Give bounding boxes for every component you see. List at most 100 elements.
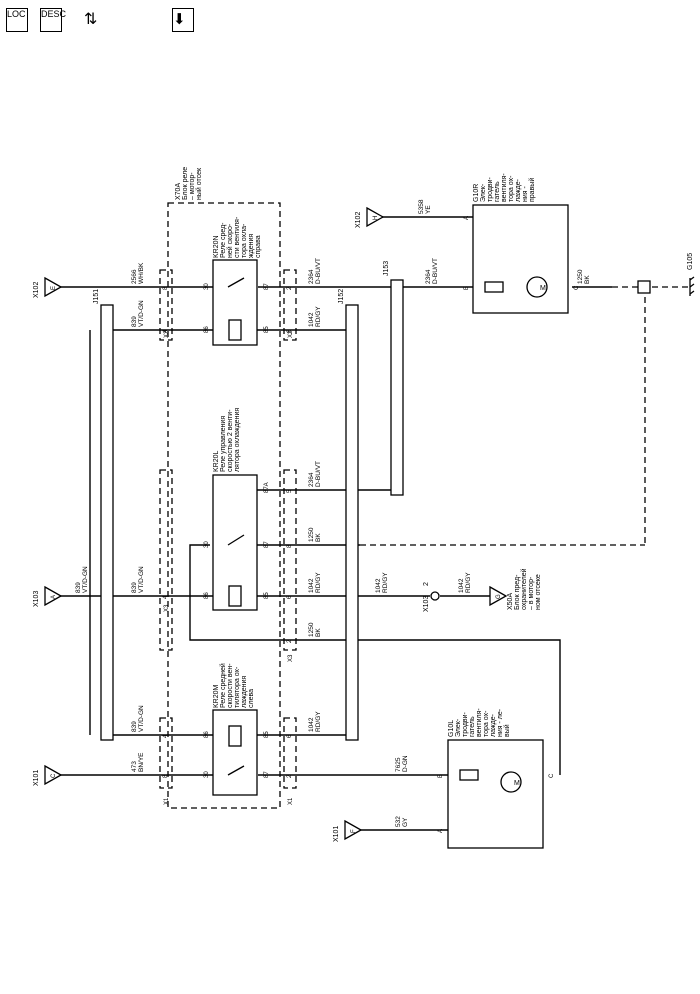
wire-label-1-circuit: 839 [131,316,138,327]
motor-g10l-resistor [459,769,479,781]
motor-g10r-line-6: ния - [522,185,529,202]
motor-g10l-id: G10L [448,720,455,737]
relay-kr20m-switch [227,765,245,776]
motor-g10l-line-6: ния - ле- [497,708,504,737]
connector-a-letter: A [51,595,57,599]
loc-button[interactable]: LOC [6,8,28,32]
wire-label-17-color: BN/YE [138,752,145,772]
connector-e-symbol [44,276,63,298]
motor-g10r-resistor [484,281,504,293]
download-button[interactable]: ⬇ [172,8,194,32]
relay-kr20n-line-4: ждения [248,234,255,258]
relay-kr20l-coil [228,585,242,607]
wire-1250-kr20l-loop [189,544,210,596]
relay-kr20m-line-0: Реле средней [219,663,227,708]
cavity-x3-4: 4 [163,595,169,599]
relay-kr20m-pin-30: 30 [204,771,210,778]
motor-g10r-circle [526,276,548,298]
wire-label-10-circuit: 1250 [308,527,315,542]
cavity-x2-4: 4 [163,329,169,333]
connector-a-symbol [44,585,63,607]
cavity-x1-2: 2 [287,774,293,778]
cavity-x3-2: 2 [287,639,293,643]
splice-point-x103 [430,591,440,601]
relay-box-x70a-outline [167,202,281,809]
wire-label-11-color: RD/GY [315,572,322,593]
wire-label-11-circuit: 1042 [308,578,315,593]
wire-label-14-circuit: 1250 [308,622,315,637]
cavity-x1-4: 4 [163,734,169,738]
motor-g10l-line-3: вентиля- [476,708,483,737]
fuse-box-line-2: – в мотор- [528,576,535,610]
wire-label-8-color: VT/D-GN [138,566,145,593]
connector-x101-f-label: X101 [333,826,340,842]
cavity-x3-6: 6 [287,595,293,599]
relay-kr20l-id: KR20L [213,450,220,472]
motor-g10l-line-5: лажде- [490,713,497,737]
x3-block [159,469,173,651]
relay-box-line-0: Блок реле [182,167,189,200]
wire-label-3-circuit: 1042 [308,312,315,327]
relay-kr20m-line-4: слева [248,689,255,708]
x2-block-bottom [283,269,297,341]
wire-label-13-circuit: 1042 [458,578,465,593]
wire-label-18-color: D-GN [402,755,409,772]
connector-arrows-icon: ⇅ [84,11,98,28]
wire-label-5-circuit: 5358 [418,199,425,214]
relay-kr20l-line-0: Реле управления [220,416,227,472]
connector-x102-label: X102 [33,282,40,298]
wire-label-7-circuit: 839 [75,582,82,593]
wire-label-19-color: GY [402,817,409,827]
ground-g105-label: G105 [687,253,694,270]
connector-h-letter: H [373,216,379,220]
wire-label-5-color: YE [425,205,432,214]
wire-label-7-color: VT/D-GN [82,566,89,593]
connector-button[interactable]: ⇅ [84,8,106,32]
connector-g-letter: G [496,594,502,599]
relay-kr20l-pin-87a: 87A [264,482,270,493]
connector-e-letter: E [51,286,57,290]
relay-kr20n-line-3: тора охла- [241,223,248,258]
cavity-x2-6: 6 [287,329,293,333]
x3-block-bottom [283,469,297,651]
wire-label-6-color: BK [584,275,591,284]
wire-label-13-color: RD/GY [465,572,472,593]
x3-label-top: X3 [164,604,170,612]
relay-kr20n-pin-87: 87 [264,283,270,290]
wire-label-15-circuit: 839 [131,721,138,732]
wire-label-6-circuit: 1250 [577,269,584,284]
x1-block [159,717,173,789]
motor-g10l-m: M [514,780,520,787]
relay-kr20l-line-2: лятора охлаждения [234,408,241,472]
loc-label: LOC [7,9,26,19]
wire-label-9-color: D-BU/VT [432,258,439,284]
motor-g10r-line-2: гатель [494,181,501,202]
relay-kr20n-switch [227,277,245,288]
relay-kr20l-pin-86: 86 [204,592,210,599]
relay-kr20n-line-2: сти вентиля- [234,216,241,258]
splice-j152-bar [345,304,359,741]
motor-g10l-line-0: Элек- [455,718,462,737]
motor-g10l-pin-b: B [438,774,444,778]
wire-label-12-color: RD/GY [382,572,389,593]
relay-kr20n-pin-86: 86 [204,326,210,333]
cavity-x1-8: 8 [163,774,169,778]
connector-c-letter: C [51,773,57,778]
motor-g10l-pin-c: C [549,773,555,778]
connector-x102-h-label: X102 [355,212,362,228]
relay-box-line-1: – мотор- [189,172,196,200]
desc-button[interactable]: DESC [40,8,66,32]
ground-splice-box [637,280,651,294]
wire-label-16-color: RD/GY [315,711,322,732]
relay-kr20n-line-1: ней скоро- [226,223,234,258]
relay-kr20m-pin-86: 86 [204,731,210,738]
motor-g10r-line-1: тродви- [487,176,494,202]
relay-kr20n-line-0: Реле сред- [220,222,227,258]
desc-label: DESC [41,9,67,19]
fuse-box-line-3: ном отсеке [535,574,542,610]
x1-label-bottom: X1 [288,797,294,805]
wire-label-1-color: VT/D-GN [138,300,145,327]
relay-kr20n-pin-30: 30 [204,283,210,290]
wire-label-19-circuit: 532 [395,816,402,827]
relay-kr20m-box [212,709,258,796]
